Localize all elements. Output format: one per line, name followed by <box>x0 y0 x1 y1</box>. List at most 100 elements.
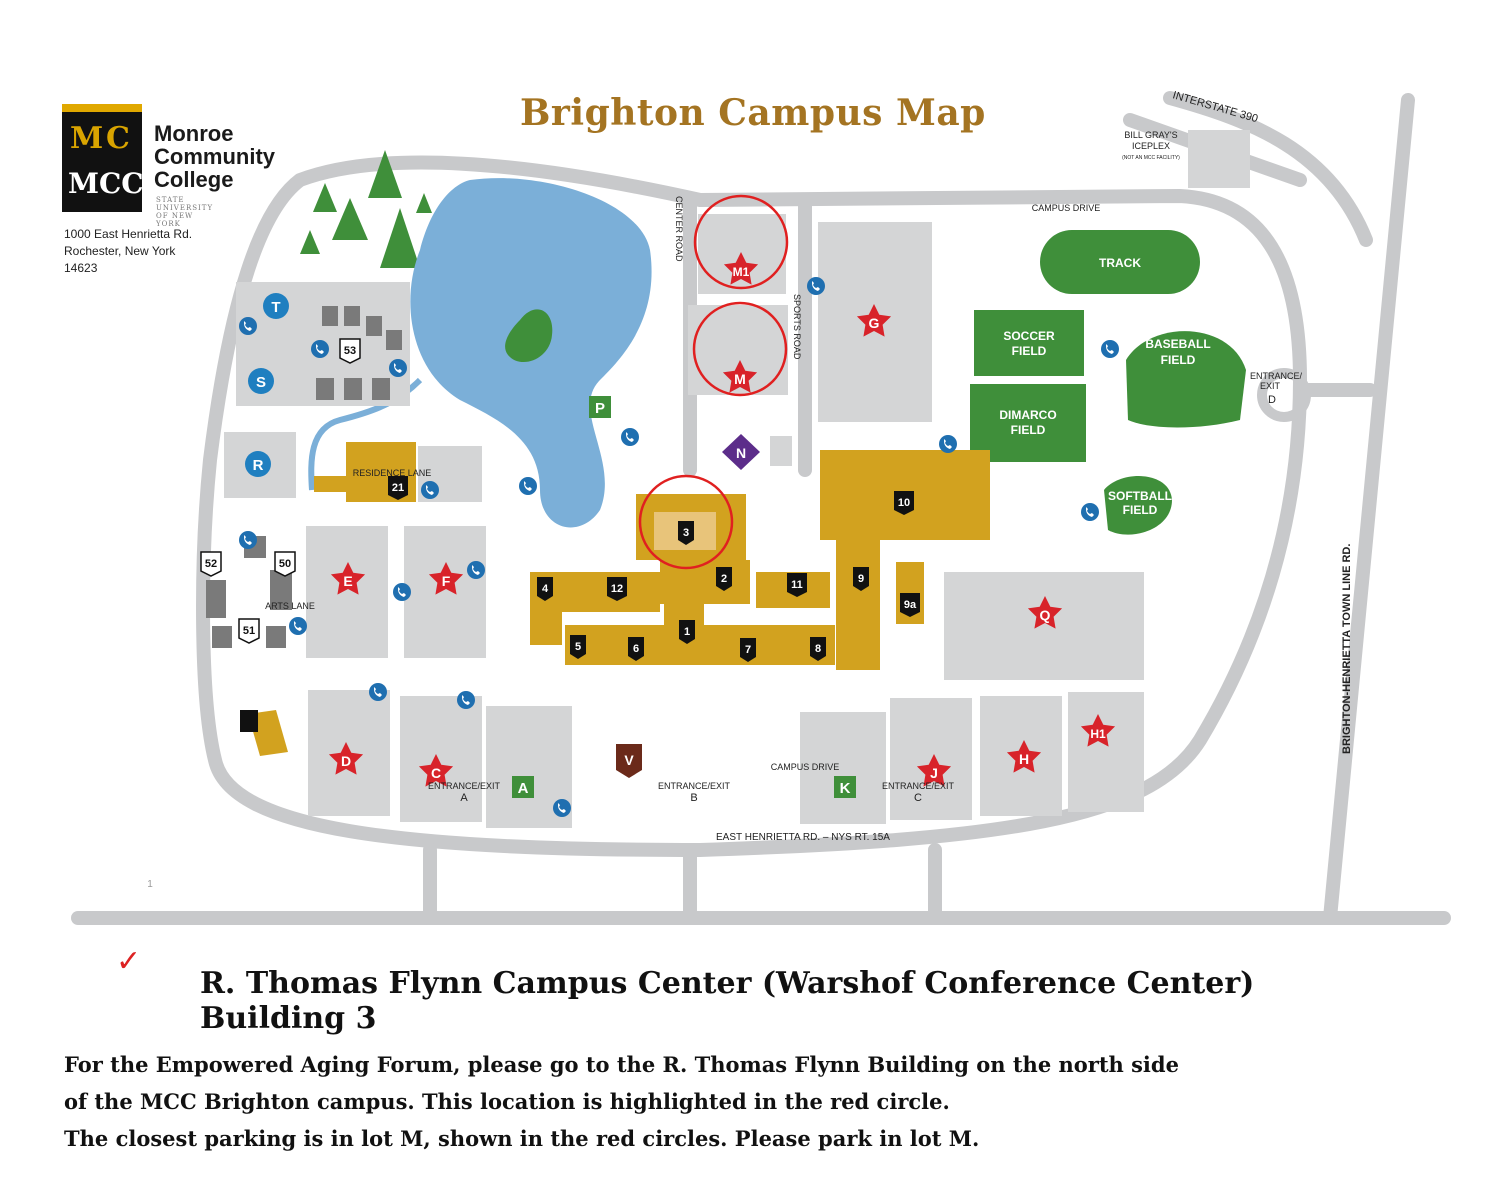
building-marker-53 <box>339 338 361 364</box>
building-label-53: 53 <box>344 345 356 357</box>
campus-address: 1000 East Henrietta Rd. Rochester, New Y… <box>64 226 192 277</box>
phone-icon <box>369 683 387 701</box>
address-line1: 1000 East Henrietta Rd. <box>64 227 193 241</box>
special-lot-markers: P A K N V <box>512 396 856 798</box>
phone-glyph <box>462 695 470 705</box>
building-label-50: 50 <box>279 558 291 570</box>
phone-icon <box>393 583 411 601</box>
lot-n-label: N <box>736 445 746 461</box>
highlight-circles <box>638 194 789 570</box>
iceplex-label-2: ICEPLEX <box>1132 141 1170 151</box>
building-marker-1 <box>679 620 695 644</box>
phone-glyph <box>398 587 406 597</box>
phone-glyph <box>294 621 302 631</box>
lettered-parking-circles: T S R <box>245 293 289 477</box>
building-label-11: 11 <box>791 579 803 591</box>
iceplex-note: (NOT AN MCC FACILITY) <box>1122 155 1180 161</box>
building-marker-4 <box>537 577 553 601</box>
building-marker-3 <box>678 521 694 545</box>
building-label-12: 12 <box>611 583 623 595</box>
phone-icon <box>457 691 475 709</box>
entrance-c-letter: C <box>914 792 922 804</box>
phone-icon <box>421 481 439 499</box>
lot-star-g <box>856 304 892 337</box>
entrance-a-letter: A <box>460 792 468 804</box>
phone-icon <box>553 799 571 817</box>
entrance-b-label: ENTRANCE/EXIT <box>658 781 731 791</box>
phone-icon <box>311 340 329 358</box>
lot-label-c: C <box>431 765 441 781</box>
lot-star-h <box>1006 740 1042 773</box>
lot-star-h1 <box>1080 714 1116 747</box>
college-name-line2: Community <box>154 144 275 169</box>
phone-icon <box>239 531 257 549</box>
caption-line2: Building 3 <box>200 1001 377 1036</box>
address-line3: 14623 <box>64 261 98 275</box>
building-label-10: 10 <box>898 497 910 509</box>
phone-glyph <box>374 687 382 697</box>
lot-label-j: J <box>930 765 938 781</box>
mcc-logo-mark: M C MCC <box>62 104 144 212</box>
lot-label-d: D <box>341 753 351 769</box>
phone-icon <box>519 477 537 495</box>
building-marker-21 <box>388 476 408 500</box>
phone-glyph <box>1106 344 1114 354</box>
phone-glyph <box>626 432 634 442</box>
check-mark-icon: ✓ <box>116 944 142 979</box>
lot-label-h1: H1 <box>1090 727 1106 741</box>
info-line2: of the MCC Brighton campus. This locatio… <box>64 1089 950 1114</box>
phone-icon <box>621 428 639 446</box>
map-title: Brighton Campus Map <box>520 92 986 134</box>
phone-glyph <box>472 565 480 575</box>
info-line3: The closest parking is in lot M, shown i… <box>64 1126 980 1151</box>
building-marker-8 <box>810 637 826 661</box>
phone-icon <box>239 317 257 335</box>
dimarco-field-label-2: FIELD <box>1011 423 1046 437</box>
phone-glyph <box>944 439 952 449</box>
directions-text: For the Empowered Aging Forum, please go… <box>64 1046 1464 1157</box>
phone-glyph <box>524 481 532 491</box>
lot-label-g: G <box>869 315 880 331</box>
soccer-field-label-1: SOCCER <box>1003 329 1055 343</box>
lot-star-m1 <box>723 252 759 285</box>
phone-icon <box>1081 503 1099 521</box>
lot-label-m: M <box>734 371 746 387</box>
phone-icon <box>1101 340 1119 358</box>
suny-tagline: STATE UNIVERSITY OF NEW YORK <box>156 196 213 228</box>
entrance-d-letter: D <box>1268 394 1276 406</box>
phone-glyph <box>394 363 402 373</box>
lot-a-label: A <box>518 780 529 797</box>
phone-glyph <box>558 803 566 813</box>
lot-star-m <box>722 360 758 393</box>
housing-units <box>206 306 402 732</box>
building-label-21: 21 <box>392 482 404 494</box>
building-label-5: 5 <box>575 641 581 653</box>
phone-icon <box>389 359 407 377</box>
college-name: Monroe Community College <box>154 122 304 191</box>
lot-label-q: Q <box>1040 607 1051 623</box>
building-label-3: 3 <box>683 527 689 539</box>
building-label-52: 52 <box>205 558 217 570</box>
lot-label-e: E <box>343 573 352 589</box>
lot-star-e <box>330 562 366 595</box>
phone-icon <box>289 617 307 635</box>
building-label-9a: 9a <box>904 599 917 611</box>
entrance-d-label-2: EXIT <box>1260 381 1281 391</box>
entrance-b-letter: B <box>690 792 697 804</box>
building-label-8: 8 <box>815 643 821 655</box>
lot-label-f: F <box>442 573 451 589</box>
suny-line1: STATE UNIVERSITY <box>156 196 214 212</box>
campus-map: TRACK SOCCER FIELD DIMARCO FIELD BASEBAL… <box>71 89 1451 925</box>
building-marker-51 <box>238 618 260 644</box>
soccer-field-label-2: FIELD <box>1012 344 1047 358</box>
college-name-line3: College <box>154 167 234 192</box>
lot-star-q <box>1027 596 1063 629</box>
lot-s-label: S <box>256 374 266 391</box>
building-marker-9a <box>900 593 920 617</box>
building-marker-11 <box>787 573 807 597</box>
entrance-a-label: ENTRANCE/EXIT <box>428 781 501 791</box>
phone-icon <box>467 561 485 579</box>
building-marker-6 <box>628 637 644 661</box>
